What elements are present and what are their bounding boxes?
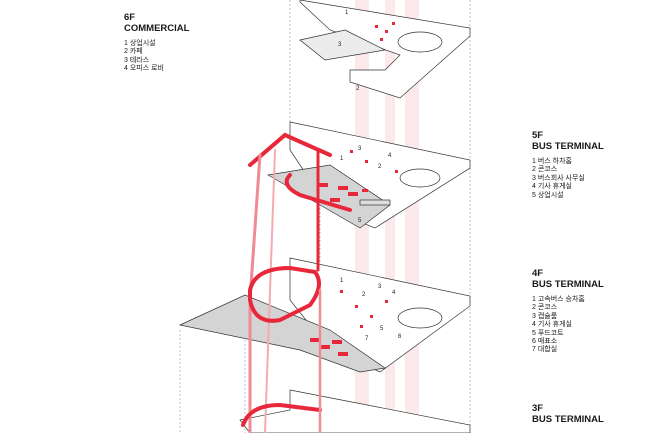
legend-item: 6 매표소 <box>532 338 558 346</box>
floor-3f-plan <box>239 389 471 433</box>
legend-item: 3 버스회사 사무실 <box>532 174 585 182</box>
floor-name: BUS TERMINAL <box>532 279 604 290</box>
floor-level: 3F <box>532 403 544 414</box>
plan-label: 5 <box>380 326 384 332</box>
legend-item: 1 버스 하차홈 <box>532 158 572 165</box>
plan-label: 3 <box>378 284 382 290</box>
legend-5f: 5F BUS TERMINAL 1 버스 하차홈 2 콘코스 3 버스회사 사무… <box>532 130 604 200</box>
legend-6f: 6F COMMERCIAL 1 상업시설 2 카페 3 테라스 4 오피스 로비 <box>124 12 189 74</box>
legend-item: 2 카페 <box>124 48 143 56</box>
plan-label: 4 <box>392 290 396 296</box>
floor-name: COMMERCIAL <box>124 23 190 34</box>
legend-item: 4 오피스 로비 <box>124 65 164 73</box>
legend-item: 7 대합실 <box>532 346 558 354</box>
legend-item: 3 캡슐룸 <box>532 312 558 320</box>
legend-item: 1 고속버스 승차홈 <box>532 296 585 303</box>
plan-label: 1 <box>345 10 349 16</box>
plan-label: 2 <box>356 86 360 92</box>
plan-label: 6 <box>398 334 402 340</box>
plan-label: 7 <box>365 336 369 342</box>
floor-4f-plan: 1 2 3 4 5 6 7 <box>178 257 471 373</box>
plan-label: 2 <box>362 292 366 298</box>
legend-item: 2 콘코스 <box>532 166 558 174</box>
plan-label: 5 <box>358 218 362 224</box>
plan-label: 4 <box>388 153 392 159</box>
plan-label: 1 <box>340 278 344 284</box>
plan-label: 2 <box>378 164 382 170</box>
floor-6f-plan: 1 2 3 <box>299 0 471 99</box>
floor-level: 5F <box>532 130 544 141</box>
floor-name: BUS TERMINAL <box>532 414 604 425</box>
legend-item: 2 콘코스 <box>532 304 558 312</box>
legend-item: 4 기사 휴게실 <box>532 321 572 329</box>
plan-label: 3 <box>338 42 342 48</box>
floor-level: 4F <box>532 268 544 279</box>
legend-item: 5 상업시설 <box>532 191 564 199</box>
legend-item: 4 기사 휴게실 <box>532 183 572 191</box>
plan-label: 3 <box>358 146 362 152</box>
legend-item: 1 상업시설 <box>124 40 156 47</box>
floor-level: 6F <box>124 12 136 23</box>
legend-3f: 3F BUS TERMINAL <box>532 403 604 431</box>
legend-item: 3 테라스 <box>124 56 150 64</box>
plan-label: 1 <box>340 156 344 162</box>
legend-item: 5 푸드코트 <box>532 329 564 337</box>
floor-name: BUS TERMINAL <box>532 141 604 152</box>
floor-5f-plan: 1 2 3 4 5 <box>266 121 471 229</box>
legend-4f: 4F BUS TERMINAL 1 고속버스 승차홈 2 콘코스 3 캡슐룸 4… <box>532 268 604 355</box>
bus-ramp <box>241 132 352 433</box>
